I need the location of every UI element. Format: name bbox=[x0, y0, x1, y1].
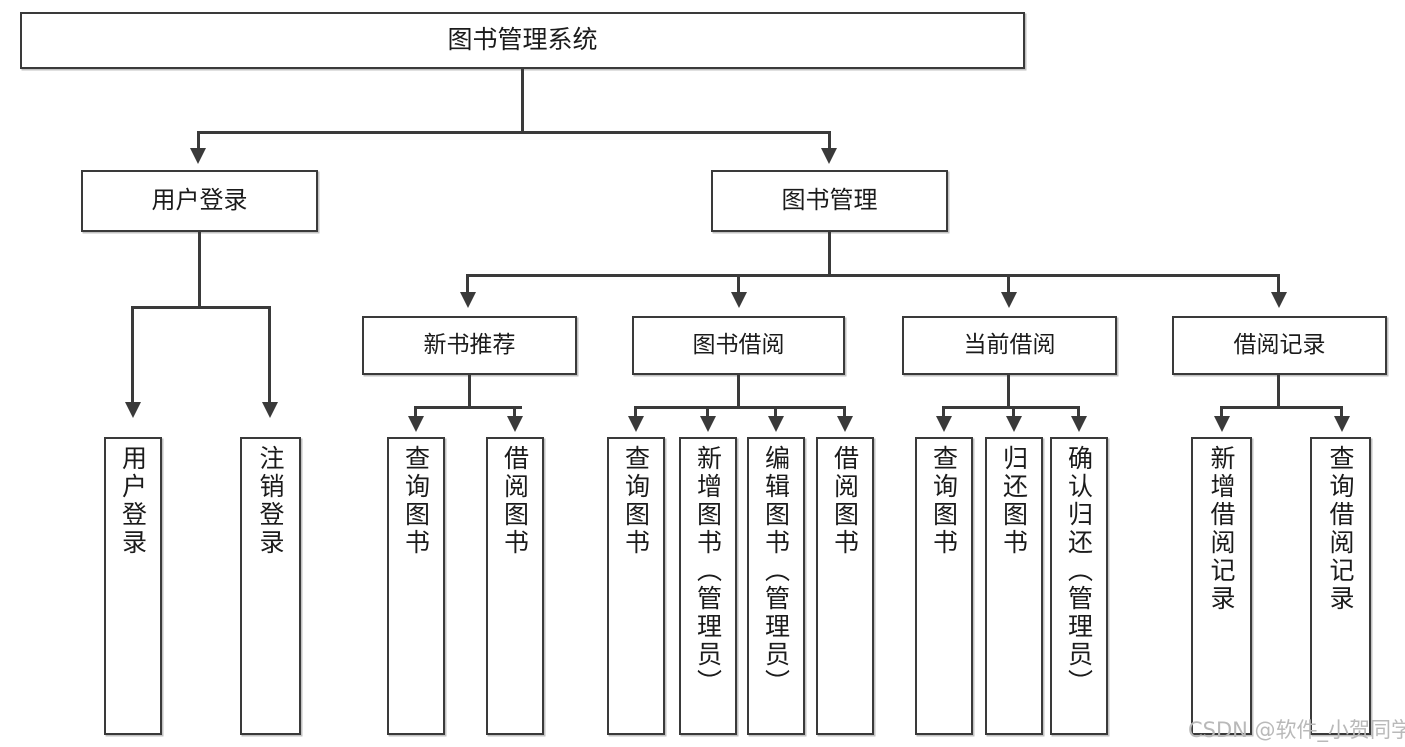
node-leaf-query-record[interactable]: 查询借阅记录 bbox=[1310, 437, 1371, 735]
edge-new-book-bus bbox=[414, 406, 522, 409]
node-label: 新增图书（管理员） bbox=[693, 445, 723, 697]
node-label: 查询图书 bbox=[929, 445, 959, 557]
arrow-leaf-return-book bbox=[1006, 416, 1022, 432]
edge-drop-book-manage bbox=[828, 131, 831, 151]
node-label: 编辑图书（管理员） bbox=[761, 445, 791, 697]
node-label: 当前借阅 bbox=[963, 332, 1056, 359]
edge-current-borrow-bus bbox=[942, 406, 1079, 409]
edge-new-book-stem bbox=[468, 375, 471, 409]
node-label: 注销登录 bbox=[256, 445, 285, 557]
node-leaf-query-book-2[interactable]: 查询图书 bbox=[607, 437, 665, 735]
arrow-leaf-borrow-book-1 bbox=[507, 416, 523, 432]
edge-drop-new-book bbox=[466, 274, 469, 294]
node-leaf-return-book[interactable]: 归还图书 bbox=[985, 437, 1043, 735]
edge-drop-book-borrow bbox=[737, 274, 740, 294]
node-leaf-borrow-book-1[interactable]: 借阅图书 bbox=[486, 437, 544, 735]
edge-current-borrow-stem bbox=[1007, 375, 1010, 409]
edge-drop-current-borrow bbox=[1007, 274, 1010, 294]
edge-drop-leaf-borrow-book-1 bbox=[513, 406, 516, 418]
arrow-leaf-query-book-3 bbox=[936, 416, 952, 432]
node-book-borrow[interactable]: 图书借阅 bbox=[632, 316, 845, 375]
edge-drop-leaf-query-book-1 bbox=[414, 406, 417, 418]
edge-drop-leaf-query-record bbox=[1340, 406, 1343, 418]
edge-drop-leaf-edit-book bbox=[774, 406, 777, 418]
arrow-leaf-user-logout bbox=[262, 402, 278, 418]
node-book-manage[interactable]: 图书管理 bbox=[711, 170, 948, 232]
node-leaf-user-logout[interactable]: 注销登录 bbox=[240, 437, 301, 735]
edge-drop-leaf-return-book bbox=[1012, 406, 1015, 418]
node-label: 借阅记录 bbox=[1233, 332, 1326, 359]
node-label: 查询图书 bbox=[621, 445, 651, 557]
edge-drop-leaf-query-book-3 bbox=[942, 406, 945, 418]
node-label: 图书管理系统 bbox=[447, 25, 598, 55]
arrow-new-book-recommend bbox=[460, 292, 476, 308]
node-label: 新增借阅记录 bbox=[1207, 445, 1236, 613]
node-root-system[interactable]: 图书管理系统 bbox=[20, 12, 1025, 69]
edge-book-borrow-bus bbox=[634, 406, 846, 409]
node-label: 用户登录 bbox=[151, 186, 248, 215]
edge-borrow-record-stem bbox=[1277, 375, 1280, 409]
node-leaf-borrow-book-2[interactable]: 借阅图书 bbox=[816, 437, 874, 735]
node-label: 图书管理 bbox=[781, 186, 878, 215]
node-label: 查询借阅记录 bbox=[1326, 445, 1355, 613]
edge-drop-leaf-borrow-book-2 bbox=[843, 406, 846, 418]
edge-drop-user-login bbox=[197, 131, 200, 151]
edge-book-borrow-stem bbox=[737, 375, 740, 409]
arrow-borrow-record bbox=[1271, 292, 1287, 308]
edge-drop-leaf-query-book-2 bbox=[634, 406, 637, 418]
edge-book-manage-stem bbox=[828, 232, 831, 277]
node-new-book-recommend[interactable]: 新书推荐 bbox=[362, 316, 577, 375]
arrow-leaf-borrow-book-2 bbox=[837, 416, 853, 432]
edge-borrow-record-bus bbox=[1220, 406, 1343, 409]
node-label: 借阅图书 bbox=[830, 445, 860, 557]
arrow-book-manage bbox=[821, 148, 837, 164]
arrow-current-borrow bbox=[1001, 292, 1017, 308]
node-leaf-confirm-return[interactable]: 确认归还（管理员） bbox=[1050, 437, 1108, 735]
edge-drop-leaf-user-login bbox=[131, 306, 134, 404]
node-leaf-query-book-3[interactable]: 查询图书 bbox=[915, 437, 973, 735]
node-current-borrow[interactable]: 当前借阅 bbox=[902, 316, 1117, 375]
node-label: 新书推荐 bbox=[423, 332, 516, 359]
arrow-user-login bbox=[190, 148, 206, 164]
node-borrow-record[interactable]: 借阅记录 bbox=[1172, 316, 1387, 375]
node-label: 确认归还（管理员） bbox=[1064, 445, 1094, 697]
edge-drop-leaf-user-logout bbox=[268, 306, 271, 404]
node-leaf-user-login[interactable]: 用户登录 bbox=[104, 437, 162, 735]
node-leaf-query-book-1[interactable]: 查询图书 bbox=[387, 437, 445, 735]
node-leaf-add-record[interactable]: 新增借阅记录 bbox=[1191, 437, 1252, 735]
arrow-leaf-add-record bbox=[1214, 416, 1230, 432]
arrow-leaf-user-login bbox=[125, 402, 141, 418]
node-user-login[interactable]: 用户登录 bbox=[81, 170, 318, 232]
node-label: 查询图书 bbox=[401, 445, 431, 557]
arrow-leaf-query-book-2 bbox=[628, 416, 644, 432]
node-label: 归还图书 bbox=[999, 445, 1029, 557]
edge-user-login-stem bbox=[198, 232, 201, 309]
edge-drop-leaf-add-book bbox=[706, 406, 709, 418]
arrow-book-borrow bbox=[731, 292, 747, 308]
edge-user-login-bus bbox=[131, 306, 270, 309]
arrow-leaf-query-book-1 bbox=[408, 416, 424, 432]
node-leaf-add-book[interactable]: 新增图书（管理员） bbox=[679, 437, 737, 735]
edge-drop-borrow-record bbox=[1277, 274, 1280, 294]
node-leaf-edit-book[interactable]: 编辑图书（管理员） bbox=[747, 437, 805, 735]
node-label: 用户登录 bbox=[118, 445, 148, 557]
edge-book-manage-bus bbox=[466, 274, 1280, 277]
node-label: 借阅图书 bbox=[500, 445, 530, 557]
edge-root-stem bbox=[521, 69, 524, 133]
edge-root-bus bbox=[197, 131, 829, 134]
edge-drop-leaf-confirm-return bbox=[1077, 406, 1080, 418]
arrow-leaf-confirm-return bbox=[1071, 416, 1087, 432]
arrow-leaf-add-book bbox=[700, 416, 716, 432]
arrow-leaf-edit-book bbox=[768, 416, 784, 432]
arrow-leaf-query-record bbox=[1334, 416, 1350, 432]
edge-drop-leaf-add-record bbox=[1220, 406, 1223, 418]
node-label: 图书借阅 bbox=[692, 332, 785, 359]
